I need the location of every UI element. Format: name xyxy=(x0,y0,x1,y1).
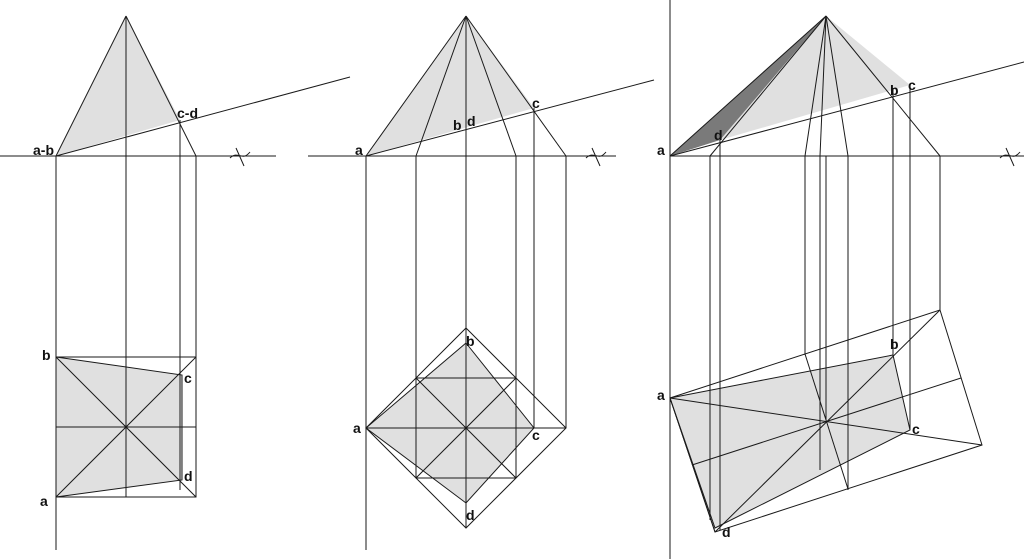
panel-3-label-c-elev: c xyxy=(908,77,916,93)
panel-3-edge-1 xyxy=(669,15,827,157)
panel-2-pyramid-section: a b d c b a c d xyxy=(308,15,655,550)
panel-2-plan-diag-2 xyxy=(415,377,517,479)
panel-1-label-d: d xyxy=(184,468,193,484)
panel-3-plan-mid-2 xyxy=(804,353,849,490)
panel-2-cutting-plane xyxy=(365,79,655,157)
panel-3-edge-2 xyxy=(709,15,827,157)
panel-2-label-b-elev: b xyxy=(453,117,462,133)
panel-3-edge-5 xyxy=(825,15,849,157)
panel-3-label-a-elev: a xyxy=(657,142,665,158)
panel-3-label-d-elev: d xyxy=(714,127,723,143)
panel-3-label-b: b xyxy=(890,336,899,352)
panel-2-section-plan xyxy=(366,343,534,503)
panel-1-pyramid-section: a-b c-d b c a d xyxy=(0,15,351,550)
panel-3-trace-symbol xyxy=(999,147,1021,167)
panel-2-edge-4 xyxy=(465,15,517,157)
panel-1-edge-left xyxy=(55,15,127,157)
panel-2-section-outline xyxy=(365,342,535,504)
panel-1-trace-symbol xyxy=(229,147,251,167)
panel-2-label-d: d xyxy=(466,507,475,523)
panel-2-label-b: b xyxy=(466,333,475,349)
panel-1-section-outline xyxy=(55,356,183,498)
panel-3-label-d: d xyxy=(722,524,731,540)
panel-2-trace-symbol xyxy=(585,147,607,167)
panel-2-label-a-elev: a xyxy=(355,142,363,158)
panel-3-edge-6 xyxy=(825,15,941,157)
panel-1-label-cd-elev: c-d xyxy=(177,105,198,121)
panel-2-label-a: a xyxy=(353,420,361,436)
panel-3-cutting-plane xyxy=(669,61,1024,157)
panel-2-label-d-elev: d xyxy=(467,113,476,129)
panel-1-label-a: a xyxy=(40,493,48,509)
panel-2-edge-1 xyxy=(365,15,467,157)
panel-3-label-a: a xyxy=(657,387,665,403)
panel-1-label-b: b xyxy=(42,347,51,363)
panel-3-edge-3 xyxy=(804,15,827,157)
panel-2-section-elevation xyxy=(366,16,534,156)
panel-3-label-b-elev: b xyxy=(890,82,899,98)
panel-1-section-elevation xyxy=(56,16,180,156)
panel-3-pyramid-section: a d b c b a c d xyxy=(657,0,1024,559)
panel-2-label-c: c xyxy=(532,427,540,443)
panel-3-label-c: c xyxy=(912,421,920,437)
panel-1-label-ab-elev: a-b xyxy=(33,142,54,158)
panel-2-edge-2 xyxy=(415,15,467,157)
panel-3-section-outline xyxy=(669,354,911,529)
panel-1-cutting-plane xyxy=(55,76,351,157)
panel-2-edge-5 xyxy=(465,15,567,157)
panel-3-edge-4 xyxy=(819,15,827,157)
panel-2-label-c-elev: c xyxy=(532,95,540,111)
panel-1-edge-right xyxy=(125,15,197,157)
panel-1-label-c: c xyxy=(184,370,192,386)
